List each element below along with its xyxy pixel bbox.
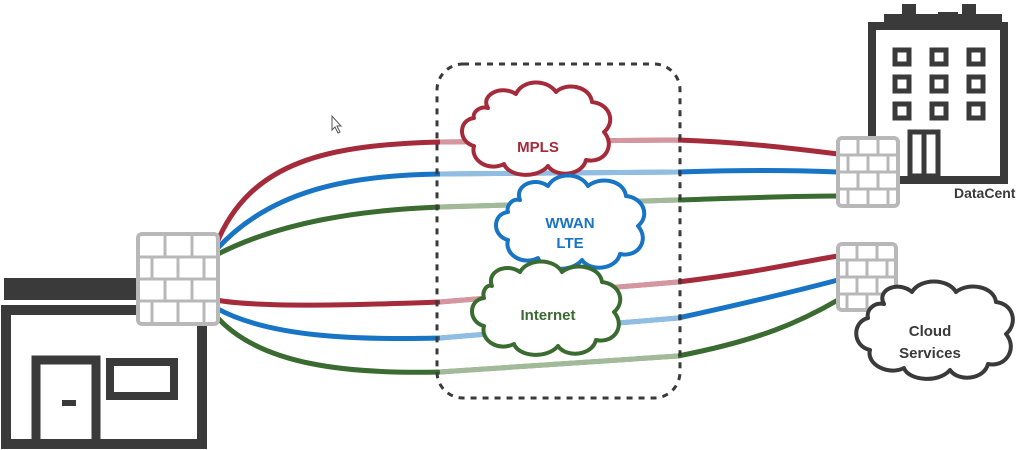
- cloud-icon: [470, 259, 623, 357]
- internet-link-datacenter: [213, 193, 841, 258]
- mpls-link-cloud: [213, 253, 841, 308]
- mpls-label: MPLS: [517, 139, 559, 156]
- connection-lines: [213, 137, 841, 375]
- internet-link-cloud: [213, 297, 841, 375]
- internet-cloud: Internet: [470, 259, 623, 357]
- datacenter-label: DataCent: [954, 185, 1016, 201]
- mpls-link-datacenter: [213, 137, 841, 248]
- internet-label: Internet: [520, 307, 575, 324]
- branch-firewall-icon: [136, 232, 220, 326]
- mouse-cursor-icon: [331, 114, 343, 134]
- cloud-icon: [854, 279, 1015, 381]
- cloud-services: Cloud Services: [854, 279, 1015, 381]
- wwan-link-cloud: [213, 277, 841, 342]
- cloud-services-line1: Cloud: [909, 323, 952, 340]
- cloud-icon: [494, 173, 647, 271]
- datacenter-building-icon: [868, 4, 1008, 184]
- mpls-cloud: MPLS: [460, 80, 613, 177]
- wwan-label: WWAN: [545, 215, 594, 232]
- transport-box: [435, 62, 682, 400]
- datacenter-firewall-icon: [836, 136, 900, 208]
- cloud-services-line2: Services: [899, 345, 961, 362]
- cloud-icon: [460, 80, 613, 177]
- branch-office-icon: [1, 272, 208, 449]
- wwan-cloud: WWAN LTE: [494, 173, 647, 271]
- lte-label: LTE: [556, 235, 583, 252]
- wwan-link-datacenter: [213, 168, 841, 253]
